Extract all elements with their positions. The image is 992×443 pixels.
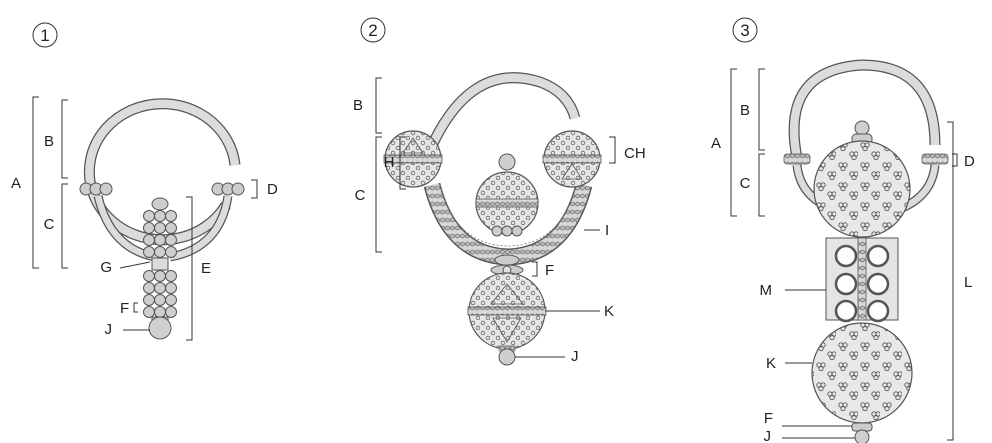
figure-1-column-bead (165, 306, 177, 318)
figure-2-lower-disc (467, 272, 547, 350)
figure-3-bracket-c (758, 153, 765, 217)
figure-1-column-bead (154, 222, 166, 234)
figure-1-label-c: C (44, 216, 55, 233)
figure-3: 3 (711, 17, 975, 443)
figure-2-center-pendant (475, 153, 539, 237)
figure-1-beaded-column (143, 197, 177, 340)
figure-2-bracket-b (375, 77, 382, 134)
figure-1-column-bead (165, 210, 177, 222)
figure-1-bracket-d (251, 179, 258, 199)
figure-1-column-bead (143, 294, 155, 306)
figure-2-bracket-h (399, 136, 406, 190)
figure-1-column-bead (143, 222, 155, 234)
figure-1-column-bead (165, 270, 177, 282)
figure-2-label-c: C (355, 187, 366, 204)
figure-3-lower-disc (811, 322, 913, 424)
figure-3-bracket-a (730, 68, 737, 217)
figure-1-bracket-a (32, 96, 39, 269)
figure-1-bracket-f (133, 302, 138, 313)
figure-2-disc-right (542, 130, 602, 188)
figure-3-ball-drop (854, 429, 870, 443)
figure-1-column-bead (143, 306, 155, 318)
figure-1-number: 1 (40, 26, 49, 45)
figure-1-column-bead (154, 270, 166, 282)
figure-3-bracket-l (947, 121, 954, 441)
figure-2-hook (426, 73, 580, 152)
figure-2-label-i: I (605, 222, 609, 239)
figure-1-label-d: D (267, 181, 278, 198)
figure-3-label-d: D (964, 153, 975, 170)
figure-1-column-bead (143, 246, 155, 258)
figure-2-disc-left (383, 130, 443, 188)
figure-2: 2 (353, 17, 646, 366)
figure-2-number-circle (360, 17, 386, 43)
figure-1-label-b: B (44, 133, 54, 150)
figure-1-bracket-c (61, 183, 68, 269)
figure-3-hoop (789, 60, 940, 159)
figure-3-upper-disc (813, 140, 911, 238)
figure-1-column-bead (154, 282, 166, 294)
figure-1-label-f: F (120, 300, 129, 317)
figure-3-bracket-d (952, 153, 958, 167)
figure-3-label-b: B (740, 102, 750, 119)
figure-3-label-m: M (760, 282, 773, 299)
figure-1-column-bead (165, 234, 177, 246)
figure-2-label-k: K (604, 303, 614, 320)
figure-3-label-k: K (766, 355, 776, 372)
figure-1-number-circle (32, 22, 58, 48)
figure-1-column-bead (165, 294, 177, 306)
figure-2-label-ch: CH (624, 145, 646, 162)
figure-3-bead-ring-right (921, 153, 949, 165)
figure-1-column-bead (154, 210, 166, 222)
figure-1-column-bead (143, 234, 155, 246)
figure-1: 1 A (11, 22, 278, 341)
figure-2-label-j: J (571, 348, 579, 365)
figure-1-column-bead (143, 282, 155, 294)
figure-3-number-circle (732, 17, 758, 43)
figure-1-label-j: J (105, 321, 113, 338)
figure-1-label-e: E (201, 260, 211, 277)
figure-1-bracket-b (61, 99, 68, 179)
figure-3-bead-ring-left (783, 153, 811, 165)
figure-3-ring-links (825, 237, 899, 323)
figure-3-bracket-b (758, 68, 765, 151)
figure-2-bracket-ch (609, 136, 616, 164)
figure-1-bead-ring-right (211, 182, 245, 196)
figure-3-label-c: C (740, 175, 751, 192)
figure-3-top-knob (854, 120, 870, 136)
figure-1-column-bead (154, 306, 166, 318)
figure-2-bracket-f (532, 261, 538, 277)
figure-3-label-j: J (764, 428, 772, 443)
figure-1-column-bead (143, 210, 155, 222)
figure-1-column-bead (154, 234, 166, 246)
figure-2-label-h: H (384, 154, 395, 171)
figure-1-column-bead (154, 246, 166, 258)
figure-1-column-bead (165, 282, 177, 294)
figure-2-label-b: B (353, 97, 363, 114)
figure-3-label-l: L (964, 274, 972, 291)
figure-1-bracket-e (186, 196, 193, 341)
figure-1-column-bead (165, 246, 177, 258)
figure-1-column-bead (165, 222, 177, 234)
figure-1-ball-drop (148, 316, 172, 340)
figure-3-label-a: A (711, 135, 721, 152)
figure-1-column-spacer (151, 257, 169, 271)
figure-1-column-bead (143, 270, 155, 282)
figure-1-label-a: A (11, 175, 21, 192)
figure-2-label-f: F (545, 262, 554, 279)
figure-1-label-g: G (100, 259, 112, 276)
figure-2-number: 2 (368, 21, 377, 40)
figure-1-column-bead (154, 294, 166, 306)
figure-1-bead-ring-left (79, 182, 113, 196)
figure-3-label-f: F (764, 410, 773, 427)
figure-3-number: 3 (740, 21, 749, 40)
figure-1-leader-g (119, 261, 151, 269)
figure-2-ball-drop (498, 348, 516, 366)
figure-2-bracket-c (375, 136, 382, 253)
